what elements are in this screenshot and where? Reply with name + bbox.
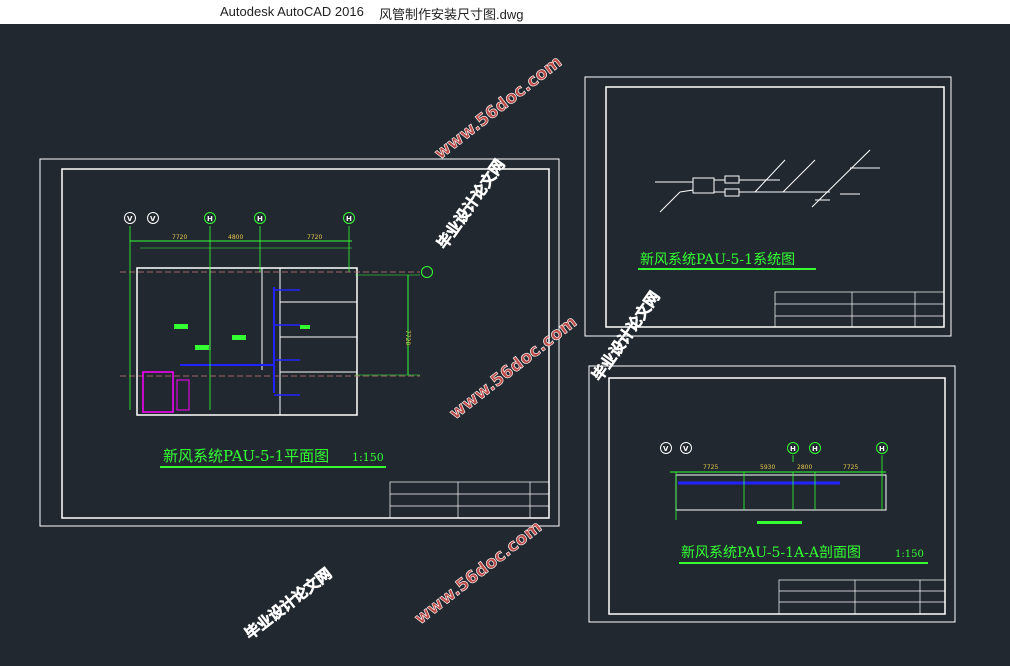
dimensions: 7720 4800 7720 7720 [172, 234, 411, 345]
title-block [774, 291, 945, 328]
dimension-label: 7725 [703, 464, 718, 471]
dimension-label: 7725 [843, 464, 858, 471]
app-title: Autodesk AutoCAD 2016 [220, 4, 364, 19]
axis-label: H [790, 445, 796, 453]
watermarks: www.56doc.com 毕业设计论文网 www.56doc.com 毕业设计… [241, 52, 664, 644]
section-title: 新风系统PAU-5-1A-A剖面图 [681, 545, 861, 561]
sheet-section[interactable]: V V H H H 7725 5930 2800 7725 新风系统PAU-5-… [588, 365, 956, 623]
watermark-site: 毕业设计论文网 [241, 564, 335, 643]
drawing-canvas[interactable]: V V H H H 7720 4800 7720 7720 新风系统PAU-5-… [0, 24, 1010, 666]
dimension-label: 7720 [307, 234, 322, 241]
axis-label: H [207, 215, 213, 223]
system-title: 新风系统PAU-5-1系统图 [640, 252, 795, 268]
file-name: 风管制作安装尺寸图.dwg [379, 7, 524, 22]
sheet-border [39, 158, 560, 527]
watermark-url: www.56doc.com [446, 312, 581, 424]
dimension-label: 4800 [228, 234, 243, 241]
sheet-plan[interactable]: V V H H H 7720 4800 7720 7720 新风系统PAU-5-… [39, 158, 560, 527]
axis-label: H [257, 215, 263, 223]
axis-label: V [127, 215, 133, 223]
system-diagram [655, 149, 880, 213]
plan-scale: 1:150 [352, 451, 384, 464]
sheet-system[interactable]: 新风系统PAU-5-1系统图 [584, 76, 952, 337]
plan-title: 新风系统PAU-5-1平面图 [163, 447, 329, 465]
title-block [389, 481, 550, 519]
axis-label: V [683, 445, 689, 453]
floor-plan [120, 226, 420, 416]
dimensions: 7725 5930 2800 7725 [703, 464, 858, 471]
watermark-url: www.56doc.com [411, 517, 546, 629]
title-bar: Autodesk AutoCAD 2016 风管制作安装尺寸图.dwg [0, 0, 1010, 24]
axis-label: V [663, 445, 669, 453]
axis-bubbles: V V H H H [660, 442, 888, 454]
section-scale: 1:150 [895, 549, 924, 560]
dimension-label: 7720 [404, 330, 411, 345]
dimension-label: 5930 [760, 464, 775, 471]
dimension-label: 2800 [797, 464, 812, 471]
title-block [778, 579, 946, 615]
drawing-frame [61, 168, 550, 519]
section-view [670, 455, 887, 524]
axis-label: V [150, 215, 156, 223]
watermark-site: 毕业设计论文网 [434, 156, 509, 252]
watermark-url: www.56doc.com [431, 52, 566, 164]
axis-bubbles: V V H H H [124, 212, 433, 278]
axis-label: H [346, 215, 352, 223]
axis-label: H [879, 445, 885, 453]
axis-label: H [812, 445, 818, 453]
dimension-label: 7720 [172, 234, 187, 241]
